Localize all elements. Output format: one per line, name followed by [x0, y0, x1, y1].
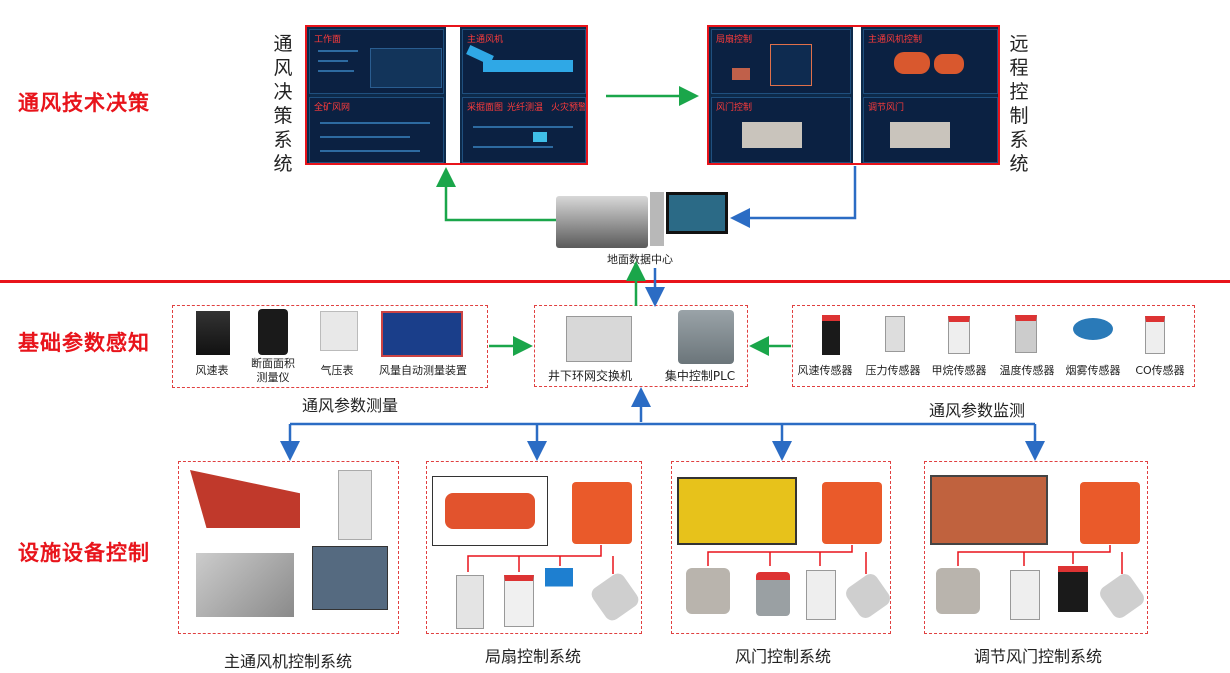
regulator-door-image — [930, 475, 1048, 545]
section-area-meter-image — [258, 309, 288, 355]
fan-duct-image — [196, 553, 294, 617]
remote-panel: 风门控制 — [711, 97, 851, 163]
control-system-caption: 风门控制系统 — [734, 647, 831, 666]
smoke-sensor-image — [1073, 318, 1113, 340]
sensor-image — [686, 568, 730, 614]
main-fan-control-box — [178, 461, 399, 634]
temperature-sensor-image — [1015, 315, 1037, 353]
decision-panel: 采掘面图 光纤测温 火灾预警 — [462, 97, 586, 163]
anemometer-image — [196, 311, 230, 355]
sensor-image — [456, 575, 484, 629]
sensor-label: 甲烷传感器 — [931, 364, 987, 377]
measurement-box — [172, 305, 488, 388]
section-title-perception: 基础参数感知 — [18, 331, 150, 355]
device-label: 气压表 — [320, 364, 354, 377]
remote-control-screen: 局扇控制 主通风机控制 风门控制 调节风门 — [707, 25, 1000, 165]
pc-tower-image — [650, 192, 664, 246]
data-center-label: 地面数据中心 — [607, 253, 673, 266]
ring-switch-image — [566, 316, 632, 362]
sensor-image — [806, 570, 836, 620]
air-door-image — [677, 477, 797, 545]
monitoring-box — [792, 305, 1195, 387]
device-label: 风速表 — [195, 364, 229, 377]
device-label: 风量自动测量装置 — [379, 364, 467, 377]
wind-speed-sensor-image — [822, 315, 840, 355]
control-system-caption: 主通风机控制系统 — [223, 652, 352, 671]
sensor-label: 风速传感器 — [797, 364, 853, 377]
decision-system-screen: 工作面 主通风机 全矿风网 采掘面图 光纤测温 火灾预警 — [305, 25, 588, 165]
regulator-control-box — [924, 461, 1148, 634]
methane-sensor-image — [948, 316, 970, 354]
airflow-measurement-device-image — [381, 311, 463, 357]
remote-panel: 调节风门 — [863, 97, 998, 163]
remote-panel: 主通风机控制 — [863, 29, 998, 94]
section-title-decision: 通风技术决策 — [18, 91, 150, 115]
explosion-proof-switch-image — [822, 482, 882, 544]
monitor-image — [666, 192, 728, 234]
plc-image — [678, 310, 734, 364]
control-system-caption: 调节风门控制系统 — [973, 647, 1102, 666]
decision-system-label: 通风决策系统 — [273, 33, 293, 175]
local-fan-control-box — [426, 461, 642, 634]
control-cabinet-image — [338, 470, 372, 540]
remote-panel: 局扇控制 — [711, 29, 851, 94]
sensor-image — [1010, 570, 1040, 620]
local-fan-frame — [432, 476, 548, 546]
decision-panel: 全矿风网 — [309, 97, 444, 163]
section-title-control: 设施设备控制 — [18, 541, 150, 565]
sensor-label: 压力传感器 — [865, 364, 921, 377]
control-room-image — [312, 546, 388, 610]
measurement-caption: 通风参数测量 — [301, 396, 398, 415]
plc-label: 集中控制PLC — [664, 369, 736, 383]
decision-panel: 主通风机 — [462, 29, 586, 94]
explosion-proof-switch-image — [1080, 482, 1140, 544]
switch-label: 井下环网交换机 — [547, 369, 632, 383]
sensor-image — [936, 568, 980, 614]
divider-line — [0, 280, 1230, 283]
remote-control-label: 远程控制系统 — [1009, 33, 1029, 175]
sensor-image — [504, 575, 534, 627]
device-label: 断面面积测量仪 — [251, 357, 295, 384]
sensor-label: CO传感器 — [1135, 364, 1185, 377]
control-system-caption: 局扇控制系统 — [484, 647, 581, 666]
sensor-image — [1058, 566, 1088, 612]
sensor-image — [545, 568, 573, 630]
sensor-label: 温度传感器 — [999, 364, 1055, 377]
explosion-proof-switch-image — [572, 482, 632, 544]
arrow-datacenter-to-decision — [436, 167, 556, 222]
server-rack-image — [556, 196, 648, 248]
air-door-control-box — [671, 461, 891, 634]
arrow-remote-to-datacenter — [730, 166, 857, 228]
barometer-image — [320, 311, 358, 351]
decision-panel: 工作面 — [309, 29, 444, 94]
network-box — [534, 305, 748, 387]
sensor-label: 烟雾传感器 — [1065, 364, 1121, 377]
monitoring-caption: 通风参数监测 — [928, 401, 1025, 420]
pressure-sensor-image — [885, 316, 905, 352]
sensor-image — [756, 572, 790, 616]
co-sensor-image — [1145, 316, 1165, 354]
device-wiring — [467, 545, 1123, 574]
